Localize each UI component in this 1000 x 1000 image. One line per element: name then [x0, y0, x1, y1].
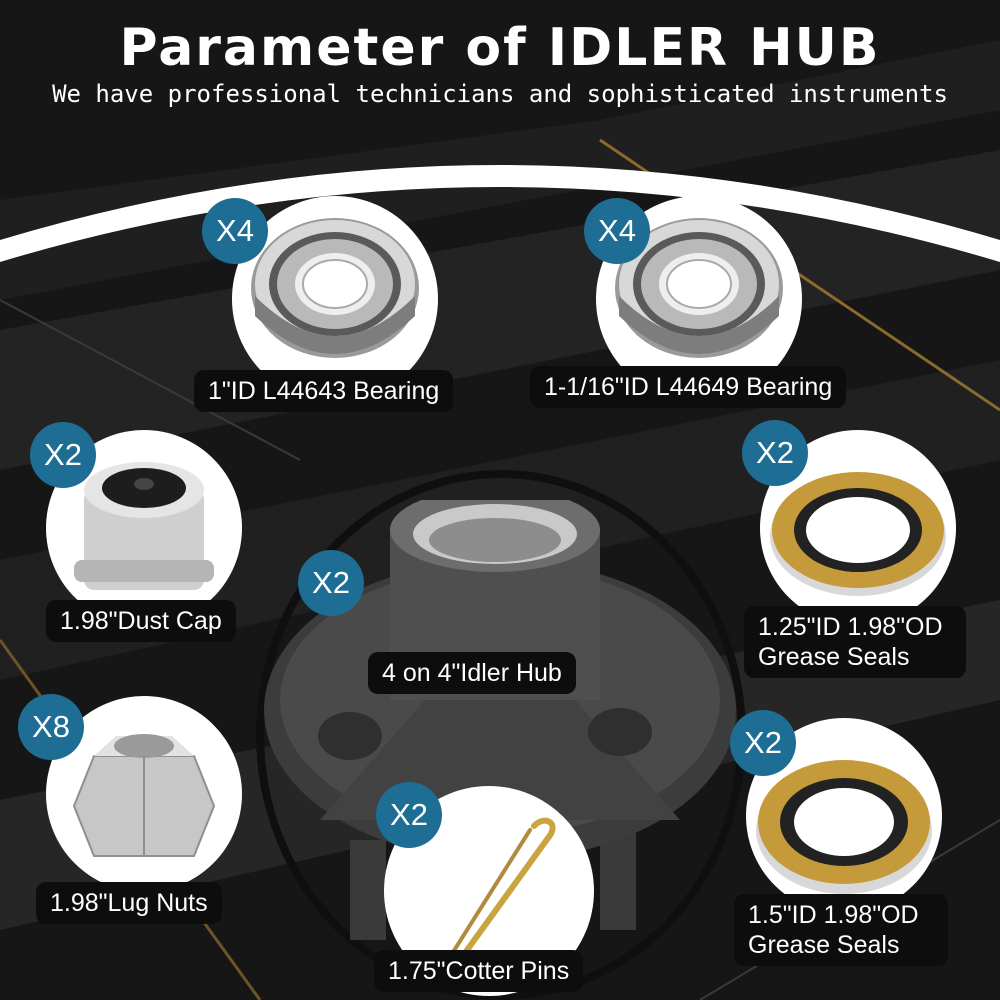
grease-seal-icon [756, 760, 932, 894]
dust-cap-icon [74, 462, 214, 590]
grease-seal-1-label-line1: 1.25"ID 1.98"OD [758, 613, 943, 641]
lug-nut-label: 1.98"Lug Nuts [36, 882, 222, 924]
grease-seal-1-photo [760, 430, 956, 626]
cotter-pin-label: 1.75"Cotter Pins [374, 950, 584, 992]
grease-seal-icon [770, 472, 946, 596]
bearing-1-quantity-badge: X4 [202, 198, 268, 264]
grease-seal-1-label: 1.25"ID 1.98"OD Grease Seals [744, 606, 966, 678]
bearing-1-label: 1"ID L44643 Bearing [194, 370, 454, 412]
grease-seal-2-quantity-badge: X2 [730, 710, 796, 776]
dust-cap-quantity-badge: X2 [30, 422, 96, 488]
grease-seal-2-label-line1: 1.5"ID 1.98"OD [748, 901, 919, 929]
page-subtitle: We have professional technicians and sop… [52, 80, 948, 108]
dust-cap-label: 1.98"Dust Cap [46, 600, 236, 642]
grease-seal-2-label: 1.5"ID 1.98"OD Grease Seals [734, 894, 948, 966]
idler-hub-icon [264, 500, 736, 940]
dust-cap-photo [46, 430, 242, 626]
lug-nut-icon [72, 734, 216, 857]
tapered-bearing-icon [251, 218, 419, 358]
grease-seal-2-label-line2: Grease Seals [748, 931, 900, 959]
lug-nut-quantity-badge: X8 [18, 694, 84, 760]
grease-seal-1-quantity-badge: X2 [742, 420, 808, 486]
cotter-pin-quantity-badge: X2 [376, 782, 442, 848]
hub-quantity-badge: X2 [298, 550, 364, 616]
bearing-2-quantity-badge: X4 [584, 198, 650, 264]
header-arch [0, 165, 1000, 262]
hub-label: 4 on 4"Idler Hub [368, 652, 576, 694]
grease-seal-2-photo [746, 718, 942, 914]
bearing-2-label: 1-1/16"ID L44649 Bearing [530, 366, 847, 408]
bearing-1-photo [232, 196, 438, 402]
grease-seal-1-label-line2: Grease Seals [758, 643, 910, 671]
page-title: Parameter of IDLER HUB [119, 18, 881, 78]
tapered-bearing-icon [615, 218, 783, 358]
